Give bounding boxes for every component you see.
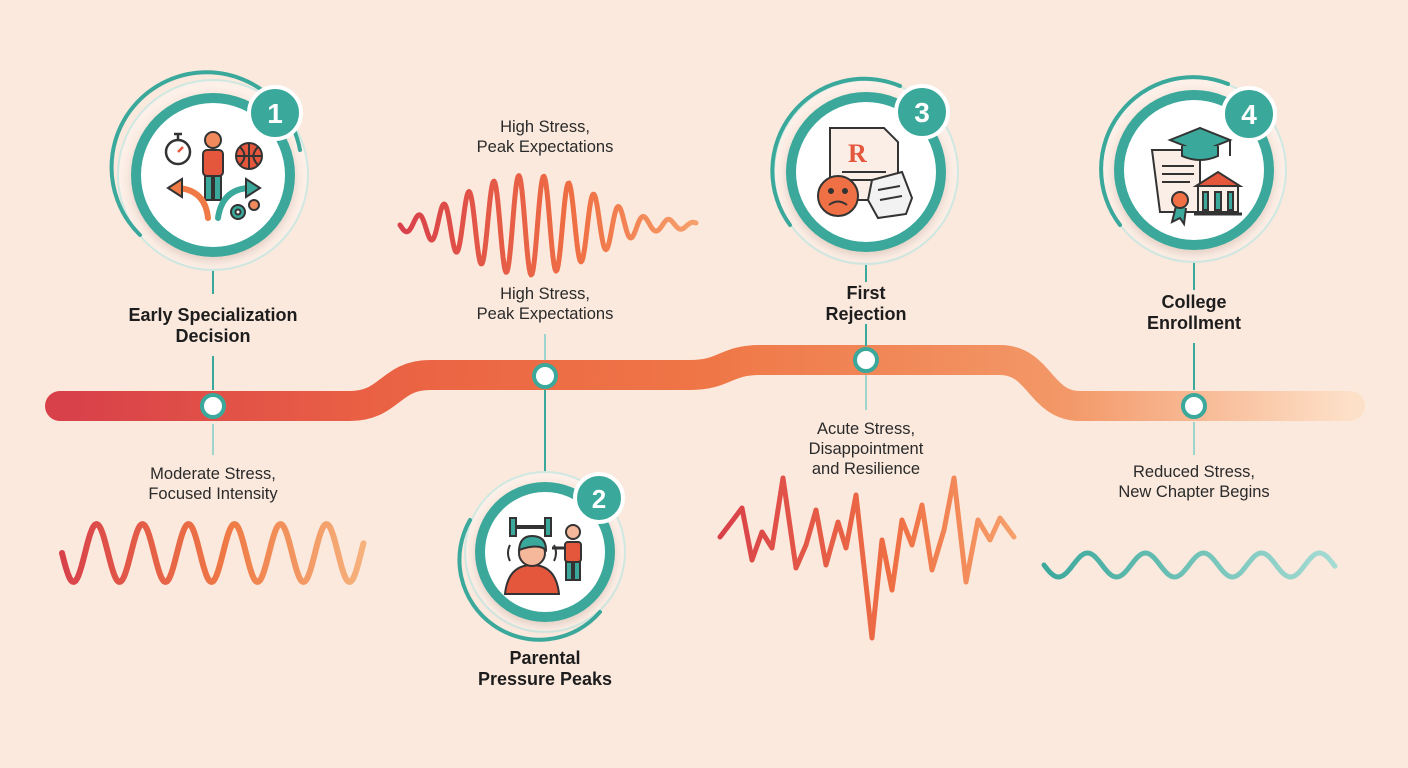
milestone-1-stress-note: Moderate Stress, Focused Intensity (148, 465, 278, 503)
moderate-stress-wave (59, 521, 367, 585)
crumpled-paper-icon (866, 170, 914, 220)
diverging-arrows-icon (166, 177, 262, 221)
milestone-2-badge: 2 (457, 471, 626, 642)
svg-text:R: R (848, 139, 867, 168)
milestone-2-title: Parental Pressure Peaks (477, 648, 613, 689)
milestone-1-title: Early Specialization Decision (128, 305, 298, 346)
high-stress-wave (397, 173, 699, 278)
athlete-icon (202, 131, 224, 201)
reduced-stress-wave (1041, 550, 1338, 580)
milestone-2-number: 2 (592, 484, 606, 514)
stressed-child-icon (503, 534, 561, 595)
milestone-1-number: 1 (267, 98, 283, 129)
timeline-node-2 (532, 363, 558, 389)
milestone-2-stress-note-top: High Stress, Peak Expectations (476, 118, 614, 156)
milestone-3-title: First Rejection (825, 283, 907, 324)
acute-stress-wave (717, 475, 1017, 641)
sad-face-icon (817, 175, 859, 217)
milestone-4-stress-note: Reduced Stress, New Chapter Begins (1118, 463, 1270, 501)
milestone-4-badge: 4 (1099, 75, 1287, 263)
milestone-3-badge: 3 R (770, 76, 959, 265)
timeline-node-3 (853, 347, 879, 373)
milestone-1-badge: 1 (109, 70, 309, 271)
timeline-node-4 (1181, 393, 1207, 419)
timeline-track (45, 345, 1365, 421)
pointing-parent-icon (552, 524, 582, 581)
timeline-node-1 (200, 393, 226, 419)
milestone-3-stress-note: Acute Stress, Disappointment and Resilie… (808, 420, 924, 478)
milestone-2-stress-note-mid: High Stress, Peak Expectations (476, 285, 614, 323)
award-ribbon-icon (1170, 191, 1189, 227)
gears-icon (230, 199, 260, 220)
stopwatch-icon (164, 132, 192, 166)
university-building-icon (1192, 170, 1244, 216)
milestone-3-number: 3 (914, 97, 930, 128)
milestone-4-number: 4 (1241, 99, 1257, 130)
dumbbell-icon (509, 517, 552, 537)
milestone-4-title: College Enrollment (1146, 292, 1241, 333)
basketball-icon (235, 142, 263, 170)
graduation-cap-icon (1167, 126, 1233, 161)
